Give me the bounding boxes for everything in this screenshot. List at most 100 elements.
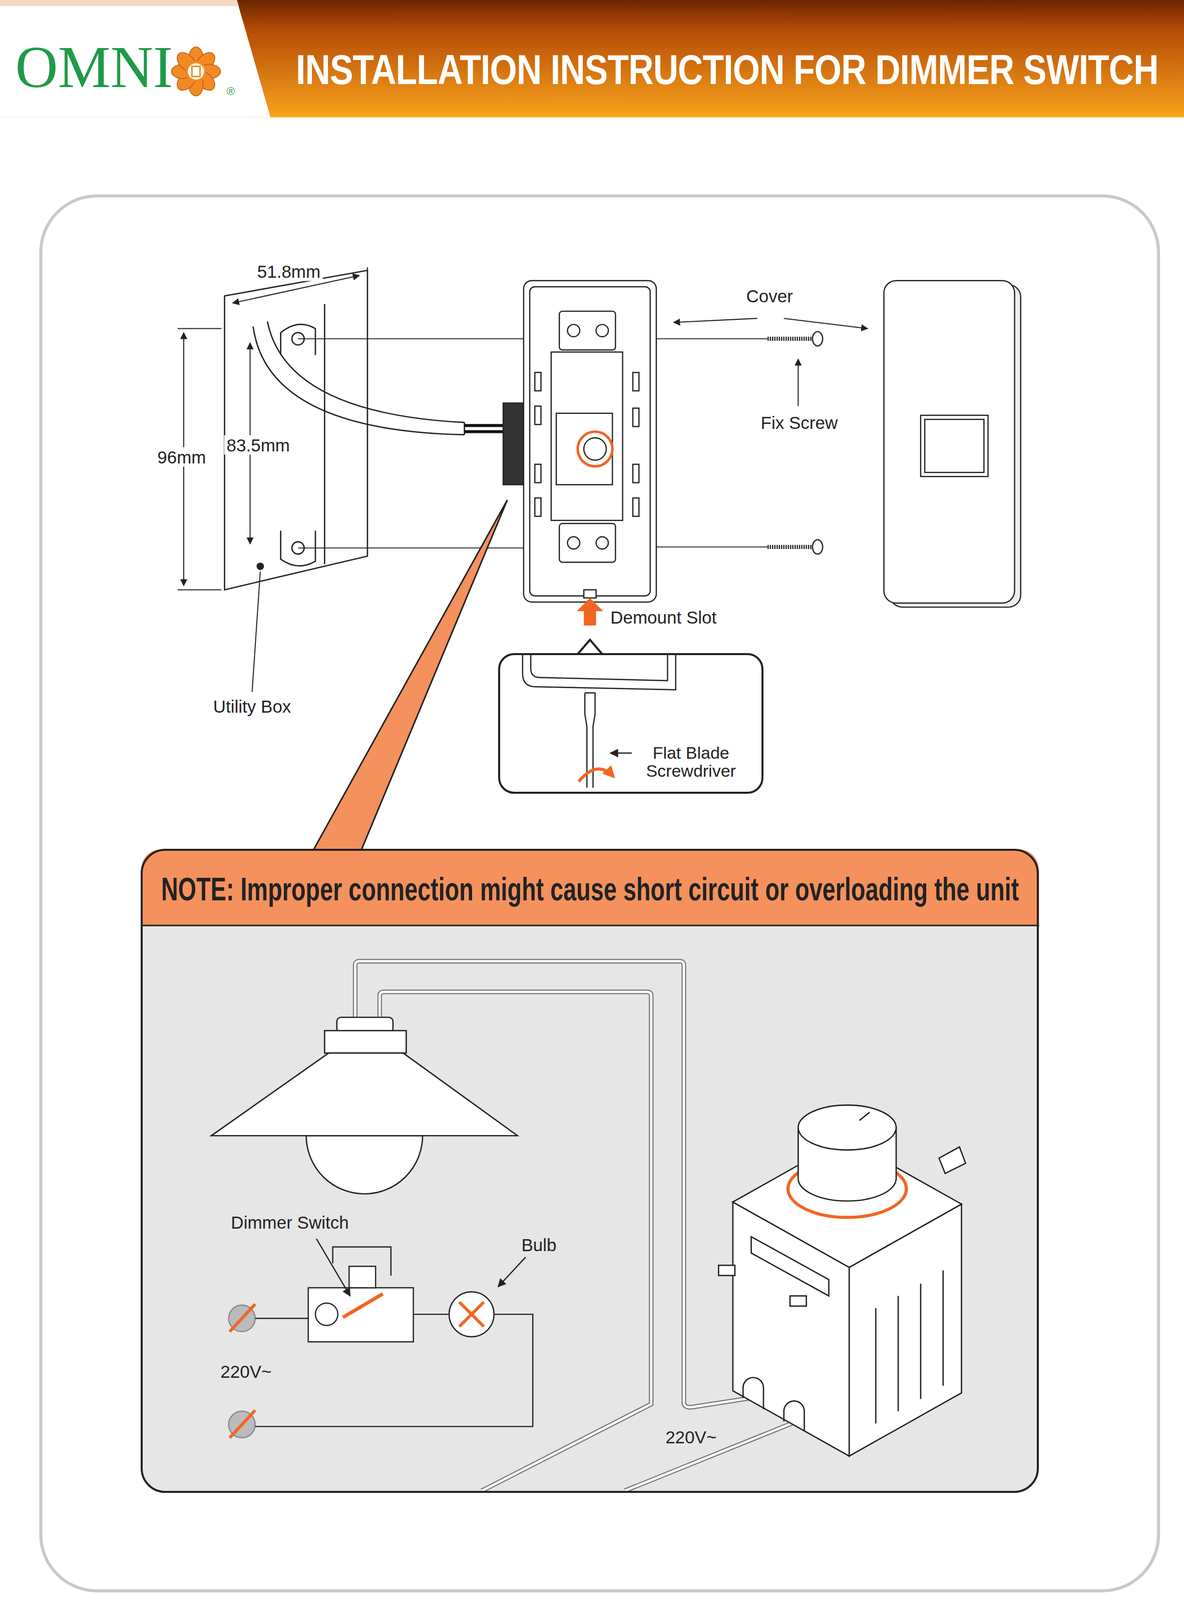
dimmer-module — [718, 1265, 735, 1276]
screws — [812, 540, 823, 555]
cable — [267, 321, 465, 423]
switch-frame — [523, 280, 657, 603]
screws — [767, 331, 823, 555]
wires — [624, 1422, 795, 1492]
voltage-label: 220V~ — [662, 1427, 719, 1447]
cable — [464, 424, 505, 428]
schematic — [228, 1239, 534, 1439]
pointer-arrows — [797, 359, 799, 407]
inset-detail — [610, 752, 632, 754]
dimension-lines — [177, 267, 368, 590]
utility-box — [224, 270, 368, 590]
lamp — [211, 1053, 518, 1136]
switch-frame — [529, 286, 651, 597]
switch-frame — [632, 498, 639, 517]
switch-frame — [534, 406, 541, 425]
dimmer-module — [783, 1401, 805, 1431]
utility-box — [323, 304, 326, 565]
switch-frame — [503, 403, 526, 485]
dimmer-module — [942, 1270, 945, 1386]
voltage-label: 220V~ — [220, 1363, 272, 1381]
schematic — [342, 1294, 383, 1318]
schematic — [255, 1318, 309, 1320]
panel-ground — [140, 849, 1039, 1494]
switch-frame — [534, 464, 541, 484]
switch-frame — [556, 413, 613, 486]
part-label: Utility Box — [213, 697, 292, 715]
schematic — [308, 1288, 414, 1343]
schematic — [316, 1239, 350, 1297]
cover-plate — [884, 280, 1015, 604]
callout-wedge — [313, 500, 508, 851]
schematic — [332, 1247, 391, 1277]
switch-frame — [596, 324, 609, 337]
inset-notch — [577, 639, 603, 655]
utility-box — [280, 324, 316, 356]
switch-frame — [534, 372, 541, 391]
note-panel: NOTE: Improper connection might cause sh… — [140, 849, 1039, 1493]
switch-frame — [534, 498, 541, 517]
inset-detail — [578, 768, 614, 782]
note-heading: NOTE: Improper connection might cause sh… — [161, 873, 1019, 906]
dimension-lines — [177, 589, 222, 591]
logo-flower — [186, 62, 206, 81]
outer-frame — [41, 195, 1159, 1592]
switch-frame — [503, 280, 657, 603]
pointer-arrows — [673, 318, 758, 323]
screws — [812, 331, 823, 347]
logo-flower — [171, 47, 221, 97]
header-bar — [0, 0, 271, 118]
dimmer-module — [742, 1378, 764, 1410]
cover-plate — [920, 415, 989, 477]
schematic — [348, 1266, 376, 1289]
lamp — [324, 1030, 407, 1054]
wires — [355, 961, 752, 1408]
dimmer-module — [751, 1237, 830, 1297]
wires — [624, 1422, 795, 1492]
part-label: Dimmer Switch — [230, 1214, 349, 1232]
schematic — [459, 1302, 484, 1328]
leader-line — [252, 571, 261, 693]
switch-frame — [577, 431, 613, 467]
schematic — [229, 1304, 256, 1333]
schematic — [498, 1257, 526, 1288]
cover-plate — [924, 419, 984, 473]
utility-box — [224, 270, 368, 590]
header-bar — [0, 0, 239, 7]
switch-frame — [632, 372, 639, 391]
lamp — [211, 1017, 518, 1195]
dimmer-module — [897, 1296, 900, 1412]
part-label: Bulb — [521, 1236, 557, 1255]
switch-frame — [559, 523, 616, 563]
dimmer-module — [920, 1284, 922, 1400]
switch-frame — [583, 589, 596, 598]
inset-detail — [530, 654, 668, 681]
part-label: Fix Screw — [760, 414, 839, 432]
switch-frame — [567, 324, 580, 337]
screws — [767, 545, 813, 550]
logo-flower — [171, 47, 221, 97]
header-bar — [0, 0, 1184, 118]
band-divider — [140, 925, 1039, 927]
cable — [253, 321, 505, 435]
dimension-lines — [177, 328, 222, 330]
logo-flower — [191, 66, 200, 77]
cable — [464, 430, 505, 434]
inset-detail — [522, 654, 676, 690]
dimmer-module — [718, 1105, 966, 1457]
schematic — [315, 1303, 338, 1327]
schematic — [459, 1302, 484, 1328]
wires — [355, 961, 795, 1492]
switch-frame — [567, 536, 580, 549]
switch-frame — [551, 351, 623, 521]
part-label: Cover — [746, 287, 794, 305]
dimension-label: 96mm — [154, 447, 209, 468]
switch-frame — [596, 536, 609, 549]
page-title: INSTALLATION INSTRUCTION FOR DIMMER SWIT… — [295, 48, 1159, 91]
screws — [767, 336, 813, 341]
switch-frame — [632, 408, 639, 428]
schematic — [413, 1314, 450, 1316]
